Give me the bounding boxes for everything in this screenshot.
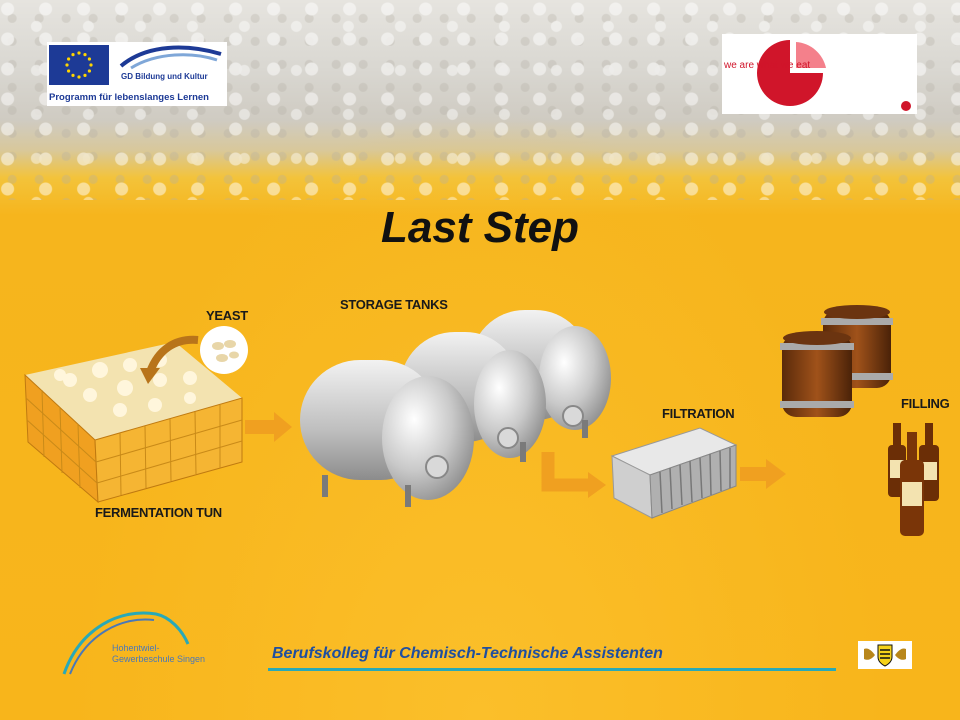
- eu-programme-label: Programm für lebenslanges Lernen: [49, 92, 209, 103]
- swoosh-icon: [119, 45, 222, 70]
- partner-logo-text: we are what we eat: [724, 60, 811, 71]
- program-footer-text: Berufskolleg für Chemisch-Technische Ass…: [272, 645, 663, 662]
- state-crest-icon: [858, 641, 912, 669]
- footer-divider: [268, 668, 836, 671]
- yeast-label: YEAST: [206, 308, 248, 323]
- yeast-arrowhead-icon: [140, 368, 160, 384]
- eu-flag-icon: [49, 45, 109, 85]
- small-red-dot-icon: [901, 101, 911, 111]
- slide-title: Last Step: [380, 203, 580, 252]
- arrow-right-icon: [740, 459, 786, 489]
- beer-bottle-icon: [900, 432, 924, 536]
- filtration-label: FILTRATION: [662, 406, 735, 421]
- fermentation-tun-icon: [24, 342, 243, 504]
- storage-tank-icon: [300, 360, 474, 507]
- school-name: Hohentwiel- Gewerbeschule Singen: [112, 643, 205, 665]
- eu-dg-label: GD Bildung und Kultur: [121, 72, 208, 81]
- yeast-arrow-icon: [146, 335, 199, 374]
- school-name-line2: Gewerbeschule Singen: [112, 654, 206, 664]
- arrow-right-icon: [245, 412, 292, 442]
- barrel-icon: [780, 331, 854, 417]
- fermentation-tun-label: FERMENTATION TUN: [95, 505, 222, 520]
- storage-tanks-label: STORAGE TANKS: [340, 297, 448, 312]
- red-circle-icon: [757, 40, 826, 106]
- school-name-line1: Hohentwiel-: [112, 643, 160, 653]
- filtration-unit-icon: [610, 427, 738, 519]
- eu-programme-logo: GD Bildung und Kultur Programm für leben…: [47, 42, 227, 106]
- yeast-icon: [200, 326, 248, 374]
- arrow-down-right-icon: [541, 452, 606, 498]
- partner-logo: we are what we eat: [722, 34, 917, 114]
- brewing-process-diagram: [24, 305, 939, 536]
- filling-label: FILLING: [901, 396, 950, 411]
- school-logo-icon: [62, 611, 190, 675]
